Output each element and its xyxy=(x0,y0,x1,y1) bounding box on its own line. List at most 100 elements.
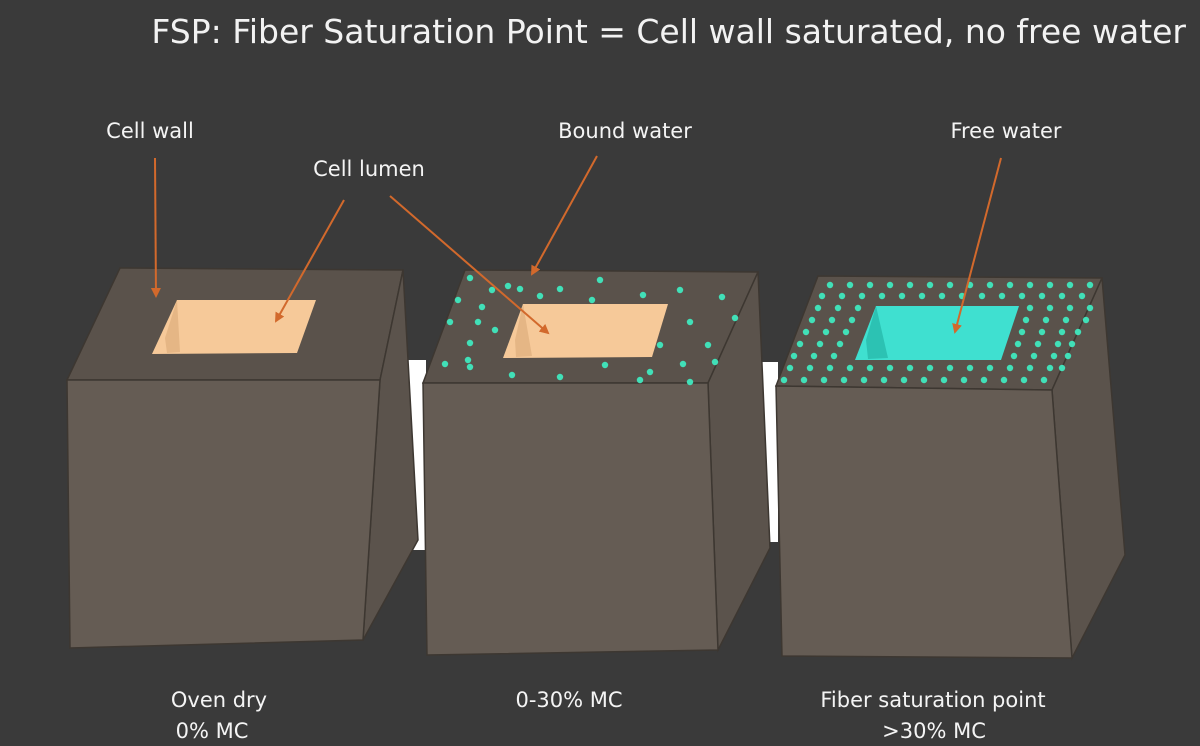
water-dot xyxy=(822,328,830,336)
water-dot xyxy=(718,293,726,301)
water-dot xyxy=(838,292,846,300)
water-dot xyxy=(780,376,788,384)
water-dot xyxy=(860,376,868,384)
wood-block-oven-dry xyxy=(65,267,419,649)
water-dot xyxy=(1040,376,1048,384)
water-dot xyxy=(926,364,934,372)
label-cell-wall: Cell wall xyxy=(106,119,194,143)
water-dot xyxy=(1026,304,1034,312)
water-dot xyxy=(601,361,609,369)
water-dot xyxy=(978,292,986,300)
caption-bound-water: 0-30% MC xyxy=(515,688,622,712)
water-dot xyxy=(466,274,474,282)
wood-block-fiber-saturation xyxy=(774,275,1126,661)
water-dot xyxy=(966,364,974,372)
water-dot xyxy=(731,314,739,322)
water-dot xyxy=(1046,364,1054,372)
water-dot xyxy=(1058,328,1066,336)
water-dot xyxy=(466,363,474,371)
water-dot xyxy=(790,352,798,360)
water-dot xyxy=(556,373,564,381)
water-dot xyxy=(866,364,874,372)
water-dot xyxy=(474,318,482,326)
water-dot xyxy=(1058,364,1066,372)
water-dot xyxy=(1000,376,1008,384)
caption-fsp-line1: Fiber saturation point xyxy=(820,688,1045,712)
water-dot xyxy=(504,282,512,290)
water-dot xyxy=(920,376,928,384)
water-dot xyxy=(1038,328,1046,336)
water-dot xyxy=(446,318,454,326)
water-dot xyxy=(1066,304,1074,312)
water-dot xyxy=(646,368,654,376)
water-dot xyxy=(686,378,694,386)
water-dot xyxy=(711,358,719,366)
water-dot xyxy=(1026,364,1034,372)
water-dot xyxy=(1086,281,1094,289)
water-dot xyxy=(834,304,842,312)
water-dot xyxy=(1034,340,1042,348)
water-dot xyxy=(880,376,888,384)
cell-lumen-shadow xyxy=(165,300,180,353)
water-dot xyxy=(1030,352,1038,360)
label-cell-lumen: Cell lumen xyxy=(313,157,425,181)
water-dot xyxy=(828,316,836,324)
label-bound-water: Bound water xyxy=(558,119,692,143)
water-dot xyxy=(516,285,524,293)
water-dot xyxy=(1066,281,1074,289)
water-dot xyxy=(464,356,472,364)
water-dot xyxy=(1054,340,1062,348)
water-dot xyxy=(1018,328,1026,336)
water-dot xyxy=(1046,281,1054,289)
block-front-face xyxy=(775,385,1073,659)
water-dot xyxy=(986,281,994,289)
water-dot xyxy=(802,328,810,336)
water-dot xyxy=(946,281,954,289)
wood-block-bound-water xyxy=(421,269,771,656)
water-dot xyxy=(1042,316,1050,324)
water-dot xyxy=(836,340,844,348)
water-dot xyxy=(656,341,664,349)
water-dot xyxy=(508,371,516,379)
water-dot xyxy=(960,376,968,384)
water-dot xyxy=(441,360,449,368)
water-dot xyxy=(1014,340,1022,348)
caption-fsp-line2: >30% MC xyxy=(882,719,986,743)
water-dot xyxy=(1038,292,1046,300)
block-front-face xyxy=(66,379,381,649)
water-dot xyxy=(1046,304,1054,312)
free-water-lumen-shadow xyxy=(866,306,888,359)
arrow-free-water xyxy=(952,157,1002,334)
water-dot xyxy=(478,303,486,311)
bound-water-dots xyxy=(441,274,739,386)
water-dot xyxy=(454,296,462,304)
caption-oven-dry-line1: Oven dry xyxy=(171,688,267,712)
water-dot xyxy=(1010,352,1018,360)
water-dot xyxy=(1022,316,1030,324)
water-dot xyxy=(491,326,499,334)
arrow-cell-lumen-1 xyxy=(275,199,345,323)
water-dot xyxy=(926,281,934,289)
block-front-face xyxy=(422,382,719,656)
water-dot xyxy=(898,292,906,300)
water-dot xyxy=(1064,352,1072,360)
water-dot xyxy=(900,376,908,384)
water-dot xyxy=(704,341,712,349)
water-dot xyxy=(1018,292,1026,300)
cell-lumen xyxy=(152,300,316,354)
bound-water-dots xyxy=(780,281,1094,384)
water-dot xyxy=(810,352,818,360)
water-dot xyxy=(808,316,816,324)
water-dot xyxy=(556,285,564,293)
water-dot xyxy=(946,364,954,372)
water-dot xyxy=(886,281,894,289)
water-dot xyxy=(596,276,604,284)
water-dot xyxy=(918,292,926,300)
water-dot xyxy=(848,316,856,324)
water-dot xyxy=(1078,292,1086,300)
water-dot xyxy=(588,296,596,304)
water-dot xyxy=(816,340,824,348)
water-dot xyxy=(1058,292,1066,300)
water-dot xyxy=(854,304,862,312)
label-arrows xyxy=(150,155,1002,335)
